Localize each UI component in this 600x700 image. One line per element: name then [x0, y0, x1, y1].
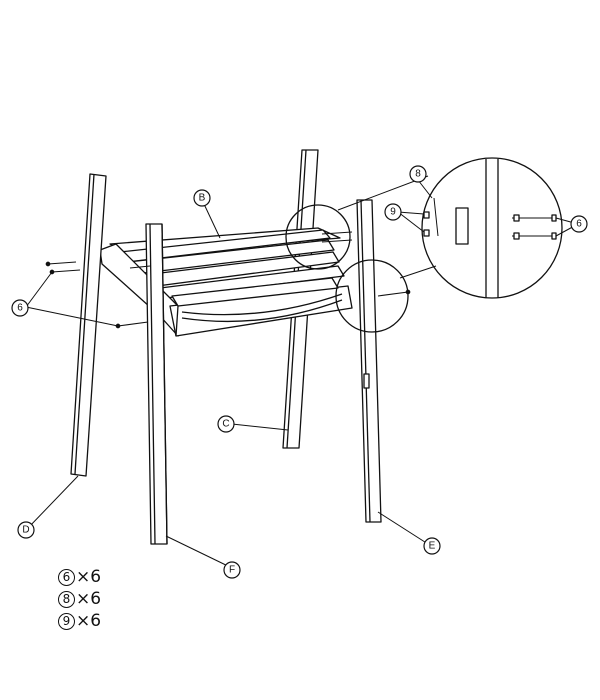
parts-list: 6 ×6 8 ×6 9 ×6 — [58, 566, 101, 632]
part-number: 8 — [58, 590, 75, 608]
callout-8: 8 — [415, 169, 421, 180]
leg-e — [356, 199, 382, 523]
label-b-circle — [193, 189, 211, 207]
callout-9: 9 — [390, 207, 396, 218]
label-f-circle — [223, 561, 241, 579]
callout-9-circle — [384, 203, 402, 221]
leg-d — [70, 173, 107, 477]
callout-6-right: 6 — [576, 219, 582, 230]
label-b: B — [199, 193, 206, 204]
label-c-circle — [217, 415, 235, 433]
joint-detail-lower — [335, 259, 409, 333]
joint-detail-upper — [285, 204, 351, 270]
part-quantity: ×6 — [76, 589, 102, 609]
label-e-circle — [423, 537, 441, 555]
label-f: F — [229, 565, 235, 576]
part-quantity: ×6 — [76, 611, 102, 631]
callout-6-left-circle — [11, 299, 29, 317]
parts-row: 8 ×6 — [58, 588, 101, 610]
bolts-left — [45, 261, 151, 329]
callout-8-circle — [409, 165, 427, 183]
magnified-detail — [421, 157, 563, 299]
label-e: E — [429, 541, 436, 552]
leg-f — [145, 223, 168, 545]
callout-6-left: 6 — [17, 303, 23, 314]
parts-row: 6 ×6 — [58, 566, 101, 588]
label-d: D — [22, 525, 29, 536]
part-number: 6 — [58, 568, 75, 586]
seat-frame — [99, 227, 353, 337]
label-c: C — [222, 419, 229, 430]
label-d-circle — [17, 521, 35, 539]
callout-6-right-circle — [570, 215, 588, 233]
part-quantity: ×6 — [76, 567, 102, 587]
part-number: 9 — [58, 612, 75, 630]
parts-row: 9 ×6 — [58, 610, 101, 632]
